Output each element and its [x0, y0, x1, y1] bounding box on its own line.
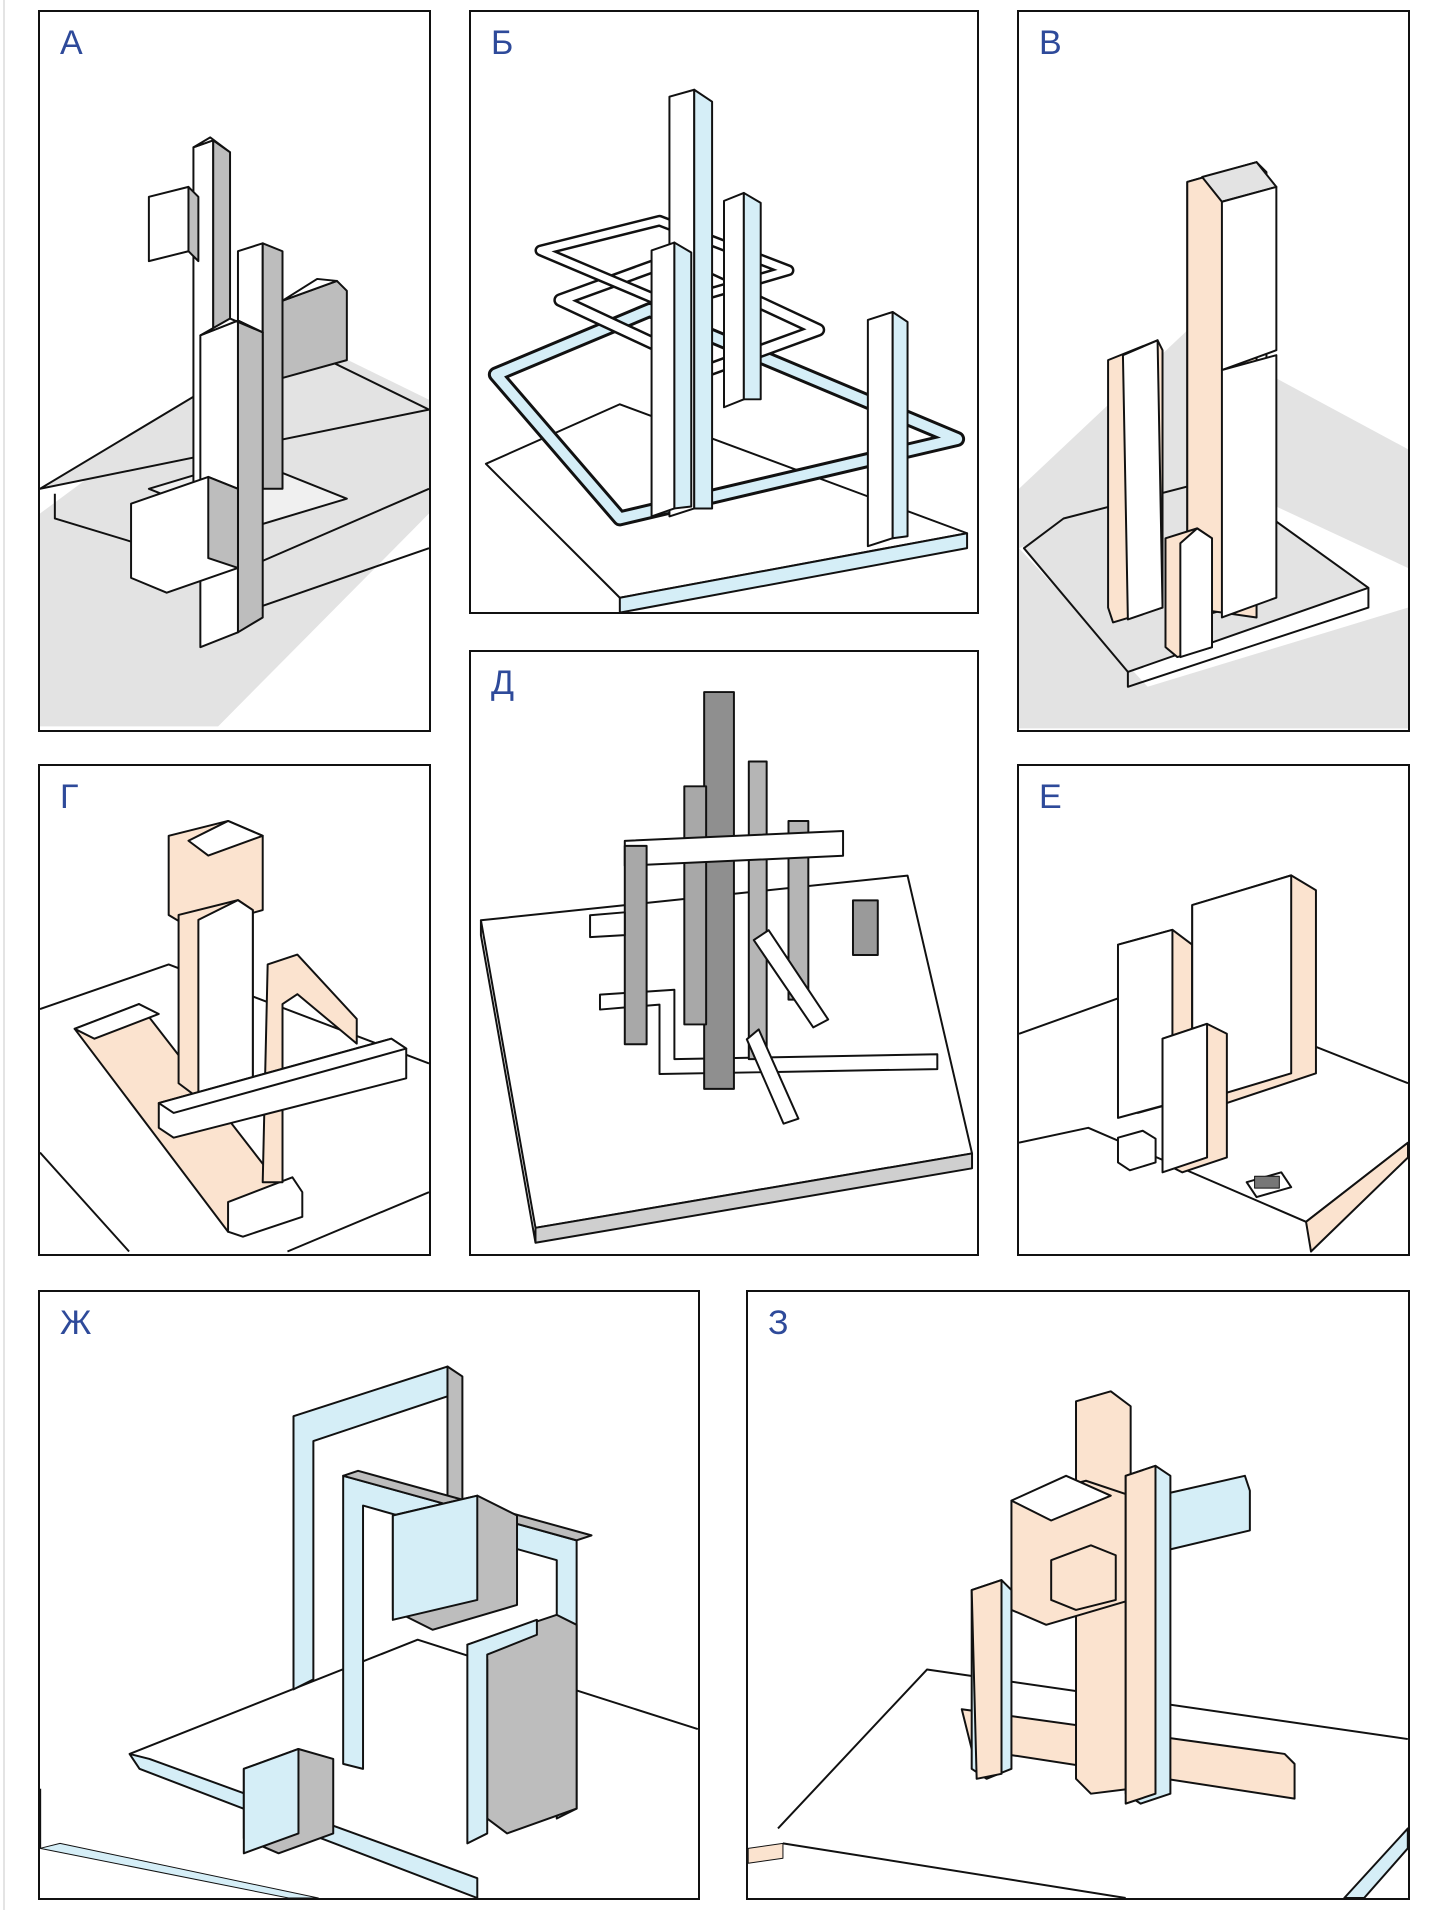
- panel-e-drawing: [1019, 874, 1408, 1253]
- panel-a: А: [38, 10, 431, 732]
- panel-e-label: Е: [1039, 778, 1062, 816]
- panel-d-drawing: [479, 691, 974, 1244]
- panel-e: Е: [1017, 764, 1410, 1256]
- panel-zh: Ж: [38, 1290, 700, 1900]
- panel-a-drawing: [40, 136, 429, 727]
- panel-v-label: В: [1039, 24, 1062, 62]
- panel-b-label: Б: [491, 24, 514, 62]
- panel-g-label: Г: [60, 778, 79, 816]
- panel-b-drawing: [484, 88, 969, 612]
- panel-g-drawing: [40, 819, 429, 1253]
- panel-d-label: Д: [491, 664, 515, 702]
- panel-v-drawing: [1019, 161, 1408, 729]
- panel-a-label: А: [60, 24, 83, 62]
- panel-z-label: З: [768, 1304, 789, 1342]
- panel-z: З: [746, 1290, 1410, 1900]
- panel-g: Г: [38, 764, 431, 1256]
- panel-v: В: [1017, 10, 1410, 732]
- panel-b: Б: [469, 10, 979, 614]
- panel-zh-label: Ж: [60, 1304, 92, 1342]
- panel-zh-drawing: [40, 1365, 698, 1898]
- page-left-rule: [3, 0, 5, 1910]
- panel-z-drawing: [748, 1390, 1408, 1898]
- panel-d: Д: [469, 650, 979, 1256]
